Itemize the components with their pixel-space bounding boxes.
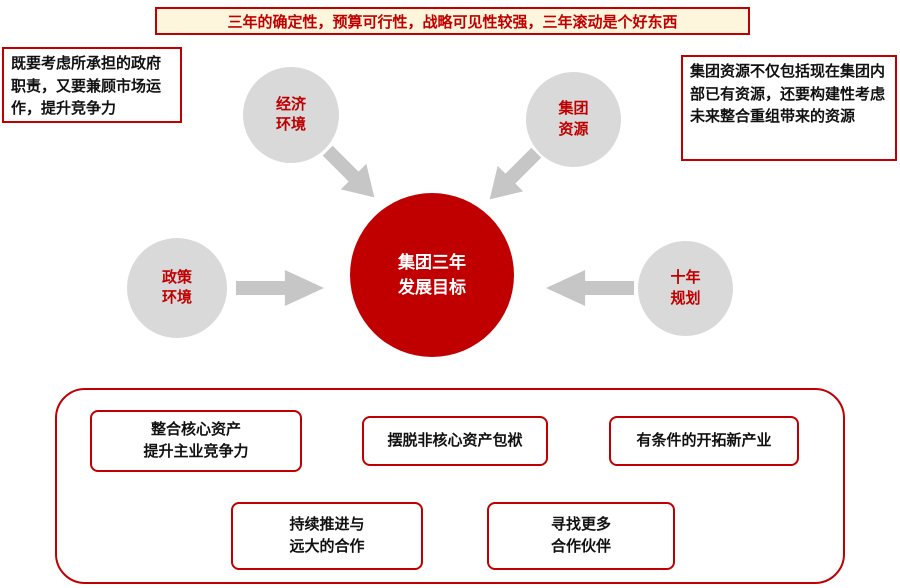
callout-left: 既要考虑所承担的政府职责，又要兼顾市场运作，提升竞争力 — [2, 47, 182, 123]
center-goal-circle: 集团三年 发展目标 — [350, 193, 514, 357]
circle-policy-environment: 政策 环境 — [127, 238, 227, 338]
policy-arrow-icon — [236, 270, 324, 306]
goal-box-core-assets: 整合核心资产 提升主业竞争力 — [90, 410, 302, 472]
circle-group-resources: 集团 资源 — [526, 72, 621, 167]
goals-panel: 整合核心资产 提升主业竞争力 摆脱非核心资产包袱 有条件的开拓新产业 持续推进与… — [55, 388, 845, 584]
goal-box-more-partners: 寻找更多 合作伙伴 — [487, 502, 675, 570]
callout-right: 集团资源不仅包括现在集团内部已有资源，还要构建性考虑未来整合重组带来的资源 — [681, 55, 897, 161]
economy-arrow-icon — [322, 145, 375, 198]
circle-ten-year-plan: 十年 规划 — [638, 241, 733, 336]
top-banner: 三年的确定性，预算可行性，战略可见性较强，三年滚动是个好东西 — [155, 7, 750, 35]
goal-box-new-industry: 有条件的开拓新产业 — [609, 416, 799, 466]
ten-year-arrow-icon — [546, 270, 634, 306]
goal-box-shed-noncore: 摆脱非核心资产包袱 — [362, 416, 548, 466]
resources-arrow-icon — [489, 147, 542, 200]
circle-economic-environment: 经济 环境 — [243, 67, 339, 163]
top-banner-text: 三年的确定性，预算可行性，战略可见性较强，三年滚动是个好东西 — [227, 13, 678, 31]
goal-box-yuanda-cooperation: 持续推进与 远大的合作 — [231, 502, 423, 570]
